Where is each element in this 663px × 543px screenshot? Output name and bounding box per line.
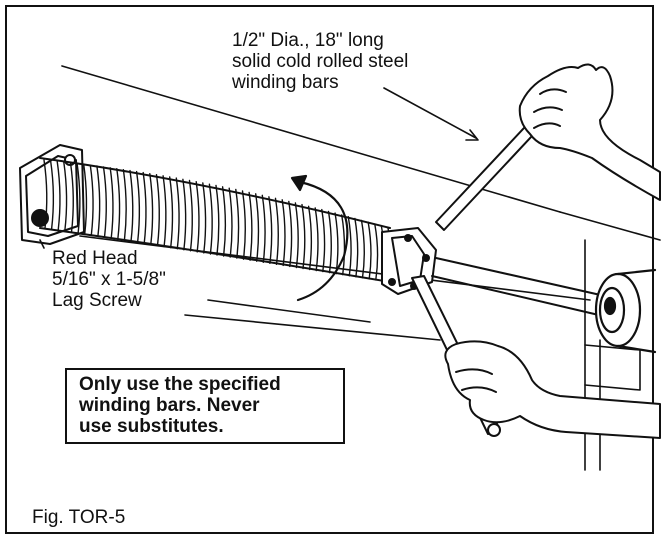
spring-coil <box>149 173 154 246</box>
spring-coil <box>56 160 61 231</box>
spring-coil <box>135 170 141 244</box>
lag-screw-label: Red Head 5/16" x 1-5/8" Lag Screw <box>52 248 166 311</box>
spring-coil <box>334 212 339 275</box>
spring-coil <box>155 174 160 247</box>
mounting-bracket <box>19 144 85 245</box>
spring-coil <box>360 219 365 279</box>
spring-coil <box>109 167 114 240</box>
spring-coil <box>347 216 352 277</box>
rotation-arrow <box>290 174 349 302</box>
warning-box: Only use the specified winding bars. Nev… <box>65 368 345 444</box>
lower-hand <box>444 340 661 439</box>
spring-coil <box>182 178 187 251</box>
spring-coil <box>142 171 147 245</box>
spring-coil <box>228 187 233 258</box>
warning-line3: use substitutes. <box>79 416 224 437</box>
spring-coil <box>255 193 260 262</box>
spring-coil <box>327 210 332 274</box>
torsion-shaft <box>431 257 606 317</box>
spring-coil <box>116 168 121 241</box>
torsion-spring <box>43 159 392 283</box>
lag-screw-label-line1: Red Head <box>52 248 138 269</box>
winding-bars-label-line1: 1/2" Dia., 18" long <box>232 30 384 51</box>
lag-screw-label-line3: Lag Screw <box>52 290 142 311</box>
figure-caption: Fig. TOR-5 <box>32 507 126 528</box>
spring-coil <box>215 184 220 256</box>
spring-coil <box>241 190 246 260</box>
spring-coil <box>314 207 319 272</box>
spring-coil <box>367 221 372 280</box>
leader-lines <box>39 87 479 323</box>
spring-coil <box>63 161 68 232</box>
spring-coil <box>195 181 200 253</box>
lag-screw-label-line2: 5/16" x 1-5/8" <box>52 269 166 290</box>
spring-coil <box>341 214 346 276</box>
winding-bars-label-line2: solid cold rolled steel <box>232 51 409 72</box>
spring-coil <box>162 175 167 248</box>
spring-coil <box>301 203 306 270</box>
spring-coil <box>96 165 101 237</box>
spring-coil <box>294 202 299 269</box>
spring-coil <box>274 197 279 265</box>
spring-coil <box>69 162 74 233</box>
spring-coil <box>122 169 127 242</box>
warning-line2: winding bars. Never <box>79 395 260 416</box>
cable-drum <box>594 268 657 354</box>
spring-coil <box>169 176 174 249</box>
upper-hand <box>518 63 661 201</box>
spring-coil <box>221 186 227 257</box>
spring-coil <box>129 169 134 243</box>
spring-coil <box>235 188 240 259</box>
spring-outline <box>39 157 391 283</box>
spring-coil <box>102 166 107 238</box>
spring-coil <box>307 205 313 271</box>
spring-coil <box>248 191 253 261</box>
spring-coil <box>49 160 55 230</box>
spring-coil <box>202 182 207 254</box>
spring-coil <box>208 183 213 255</box>
spring-coil <box>89 164 94 236</box>
spring-coil <box>354 217 359 278</box>
spring-coil <box>268 196 273 264</box>
spring-coil <box>43 159 48 229</box>
spring-coil <box>76 162 81 234</box>
spring-coil <box>175 177 180 250</box>
spring-coil <box>288 200 293 268</box>
spring-coil <box>321 208 326 273</box>
winding-bars-label-line3: winding bars <box>232 72 339 93</box>
warning-line1: Only use the specified <box>79 374 281 395</box>
spring-coil <box>374 223 379 281</box>
winding-bars-label: 1/2" Dia., 18" long solid cold rolled st… <box>232 30 408 93</box>
spring-coil <box>188 179 193 252</box>
spring-coil <box>261 194 266 263</box>
spring-coil <box>83 163 88 235</box>
spring-coil <box>281 199 286 267</box>
